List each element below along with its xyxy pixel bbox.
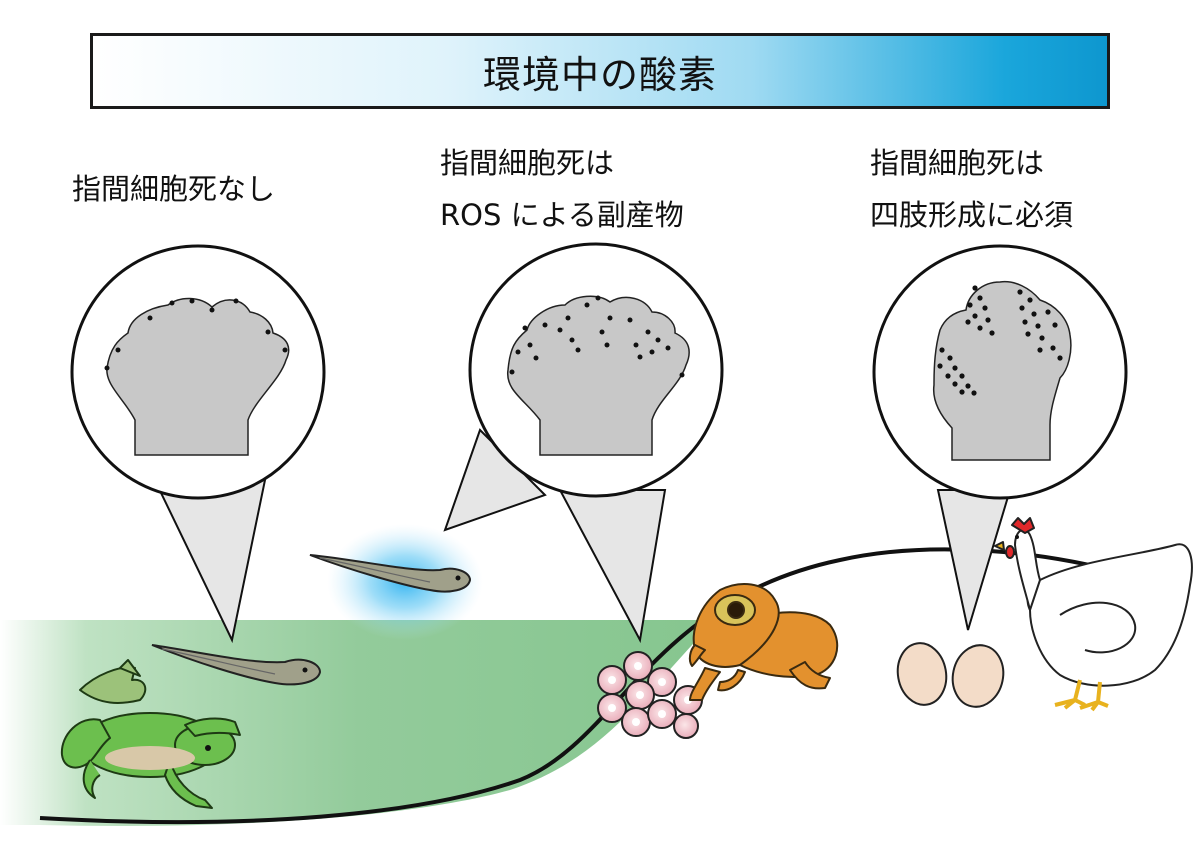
panel-label-1: 指間細胞死なし <box>72 163 275 215</box>
panel-label-1-line-1: 指間細胞死なし <box>72 172 276 206</box>
panel-label-3: 指間細胞死は 四肢形成に必須 <box>870 137 1073 241</box>
tree-frog-icon <box>688 583 839 701</box>
panel-label-2-line-1: 指間細胞死は <box>440 146 615 180</box>
cell-death-dots-1 <box>104 298 288 371</box>
frog-icon <box>60 659 241 809</box>
frog-eggs-icon <box>597 651 703 739</box>
magnifier-callout-1 <box>70 244 326 644</box>
chicken-icon <box>994 517 1193 712</box>
chicken-eggs-icon <box>896 642 1005 708</box>
panel-label-2: 指間細胞死は ROS による副産物 <box>440 137 684 241</box>
magnifier-callout-3 <box>872 244 1128 631</box>
panel-label-2-line-2: ROS による副産物 <box>440 198 684 232</box>
limb-bud-2 <box>507 295 690 456</box>
magnifier-callout-2 <box>443 242 724 644</box>
panel-label-3-line-2: 四肢形成に必須 <box>870 198 1074 232</box>
environment-oxygen-banner: 環境中の酸素 <box>90 33 1110 109</box>
panel-label-3-line-1: 指間細胞死は <box>870 146 1045 180</box>
cell-death-dots-2 <box>509 295 685 378</box>
cell-death-dots-3 <box>937 285 1063 396</box>
tadpole-icon <box>309 554 472 593</box>
tadpole-icon-2 <box>151 644 322 686</box>
banner-title: 環境中の酸素 <box>482 52 717 97</box>
limb-bud-1 <box>106 297 290 456</box>
